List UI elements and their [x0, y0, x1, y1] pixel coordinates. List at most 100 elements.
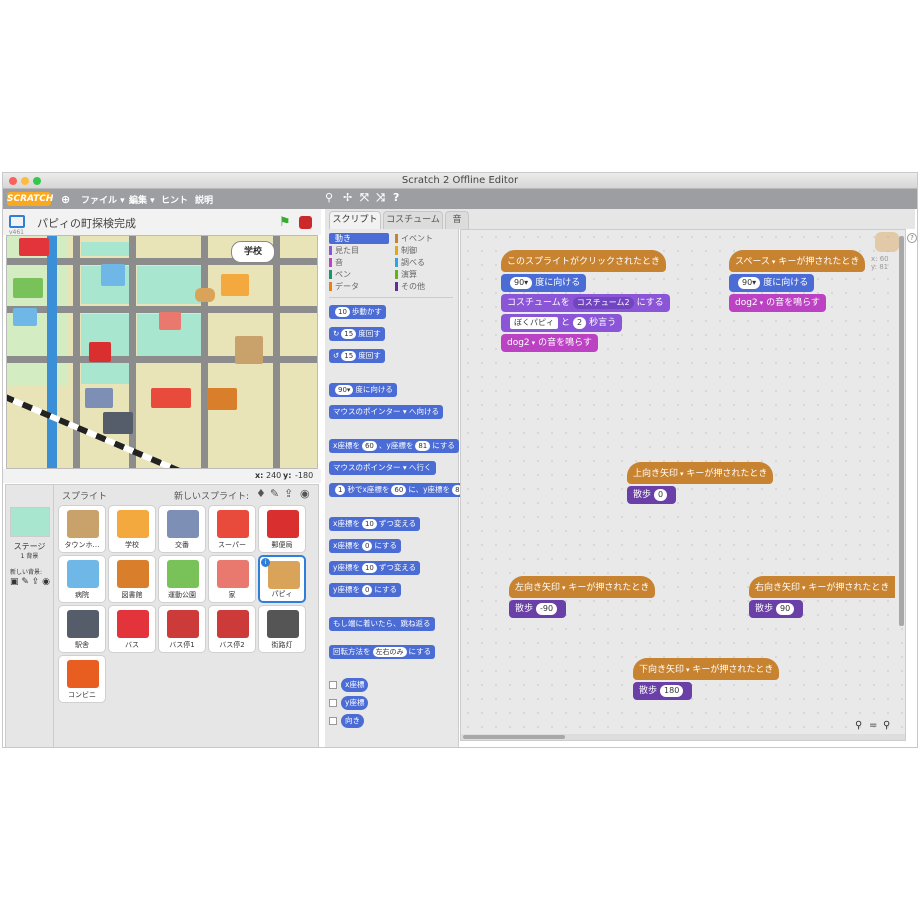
rotation-style-block[interactable]: 回転方法を左右のみにする: [329, 645, 436, 659]
horizontal-scrollbar-thumb[interactable]: [463, 735, 565, 739]
category-7[interactable]: 演算: [395, 269, 417, 280]
school-sprite[interactable]: [221, 274, 249, 296]
menu-hints[interactable]: ヒント: [161, 196, 189, 206]
sprite-tile[interactable]: 街路灯: [258, 605, 306, 653]
sprite-info-thumbnail[interactable]: [875, 232, 899, 252]
horizontal-scrollbar-track[interactable]: [461, 734, 905, 740]
stage-canvas[interactable]: 学校: [6, 235, 318, 469]
bounce-block[interactable]: もし端に着いたら、跳ね返る: [329, 617, 435, 631]
category-0[interactable]: 動き: [329, 233, 389, 244]
tab-sounds[interactable]: 音: [445, 211, 469, 229]
koban-sprite[interactable]: [85, 388, 113, 408]
building-sprite[interactable]: [13, 308, 37, 326]
goto-block[interactable]: マウスのポインター ▾ へ行く: [329, 461, 436, 475]
sprite-tile[interactable]: 図書館: [108, 555, 156, 603]
menu-about[interactable]: 説明: [195, 196, 214, 206]
y-position-reporter[interactable]: y座標: [341, 696, 369, 710]
scripts-area[interactable]: このスプライトがクリックされたとき 90▾度に向ける コスチュームをコスチューム…: [460, 229, 906, 741]
category-6[interactable]: ペン: [329, 269, 351, 280]
zoom-window-icon[interactable]: [33, 177, 41, 185]
backdrop-library-icon[interactable]: ▣ ✎ ⇪ ◉: [10, 577, 51, 587]
green-flag-icon[interactable]: ⚑: [279, 215, 291, 230]
sprite-tile[interactable]: 郵便局: [258, 505, 306, 553]
puppy-sprite[interactable]: [195, 288, 215, 302]
sprite-tile[interactable]: バス: [108, 605, 156, 653]
town-hall-sprite[interactable]: [235, 336, 263, 364]
category-5[interactable]: 調べる: [395, 257, 425, 268]
minimize-window-icon[interactable]: [21, 177, 29, 185]
when-left-arrow-hat[interactable]: 左向き矢印▾ キーが押されたとき: [509, 576, 656, 598]
fullscreen-icon[interactable]: [9, 215, 25, 228]
help-icon[interactable]: ?: [907, 233, 917, 243]
upload-sprite-icon[interactable]: ⇪: [284, 487, 294, 500]
sprite-tile[interactable]: 運動公園: [158, 555, 206, 603]
zoom-reset-icon[interactable]: =: [869, 720, 878, 731]
hospital-sprite[interactable]: [101, 264, 125, 286]
paint-sprite-icon[interactable]: ✎: [270, 487, 280, 500]
sprite-tile[interactable]: コンビニ: [58, 655, 106, 703]
sprite-tile[interactable]: スーパー: [208, 505, 256, 553]
sprite-library-icon[interactable]: ♦: [256, 487, 266, 500]
category-8[interactable]: データ: [329, 281, 359, 292]
stop-icon[interactable]: [299, 216, 312, 229]
sprite-tile[interactable]: 交番: [158, 505, 206, 553]
x-position-checkbox[interactable]: [329, 681, 337, 689]
when-right-arrow-hat[interactable]: 右向き矢印▾ キーが押されたとき: [749, 576, 896, 598]
play-sound-block[interactable]: dog2▾ の音を鳴らす: [501, 334, 598, 352]
project-title-field[interactable]: パピィの町探検完成: [37, 217, 136, 230]
scratch-logo[interactable]: SCRATCH: [7, 192, 54, 206]
direction-reporter[interactable]: 向き: [341, 714, 364, 728]
y-position-checkbox[interactable]: [329, 699, 337, 707]
house-sprite[interactable]: [159, 312, 181, 330]
zoom-in-icon[interactable]: ⚲: [883, 720, 891, 731]
when-down-arrow-hat[interactable]: 下向き矢印▾ キーが押されたとき: [633, 658, 780, 680]
sprite-tile[interactable]: バス停2: [208, 605, 256, 653]
when-up-arrow-hat[interactable]: 上向き矢印▾ キーが押されたとき: [627, 462, 774, 484]
camera-icon[interactable]: ◉: [300, 487, 310, 500]
shrink-tool-icon[interactable]: ⤨: [376, 191, 385, 204]
library-sprite[interactable]: [207, 388, 237, 410]
sprite-info-icon[interactable]: i: [261, 558, 270, 567]
zoom-out-icon[interactable]: ⚲: [855, 720, 863, 731]
category-3[interactable]: 制御: [395, 245, 417, 256]
station-sprite[interactable]: [103, 412, 133, 434]
point-towards-block[interactable]: マウスのポインター ▾ へ向ける: [329, 405, 444, 419]
vertical-scrollbar-thumb[interactable]: [899, 236, 904, 626]
sprite-tile[interactable]: 病院: [58, 555, 106, 603]
help-tool-icon[interactable]: ?: [393, 191, 400, 204]
sprite-tile[interactable]: 駅舎: [58, 605, 106, 653]
close-window-icon[interactable]: [9, 177, 17, 185]
stage-thumbnail[interactable]: [10, 507, 50, 537]
delete-tool-icon[interactable]: ✢: [343, 191, 353, 204]
category-1[interactable]: イベント: [395, 233, 433, 244]
when-sprite-clicked-hat[interactable]: このスプライトがクリックされたとき: [501, 250, 667, 272]
point-direction-block[interactable]: 90▾度に向ける: [501, 274, 587, 292]
point-direction-block[interactable]: 90▾度に向ける: [729, 274, 815, 292]
category-4[interactable]: 音: [329, 257, 343, 268]
custom-walk-block[interactable]: 散歩-90: [509, 600, 567, 618]
grow-tool-icon[interactable]: ⤧: [360, 191, 369, 204]
play-sound-block[interactable]: dog2▾ の音を鳴らす: [729, 294, 826, 312]
bus-sprite[interactable]: [19, 238, 49, 256]
sprite-tile[interactable]: タウンホ…: [58, 505, 106, 553]
direction-checkbox[interactable]: [329, 717, 337, 725]
sprite-tile[interactable]: バス停1: [158, 605, 206, 653]
duplicate-tool-icon[interactable]: ⚲: [325, 191, 334, 204]
when-key-pressed-hat[interactable]: スペース▾ キーが押されたとき: [729, 250, 866, 272]
supermarket-sprite[interactable]: [151, 388, 191, 408]
tab-costumes[interactable]: コスチューム: [383, 211, 443, 229]
globe-icon[interactable]: ⊕: [61, 193, 71, 206]
